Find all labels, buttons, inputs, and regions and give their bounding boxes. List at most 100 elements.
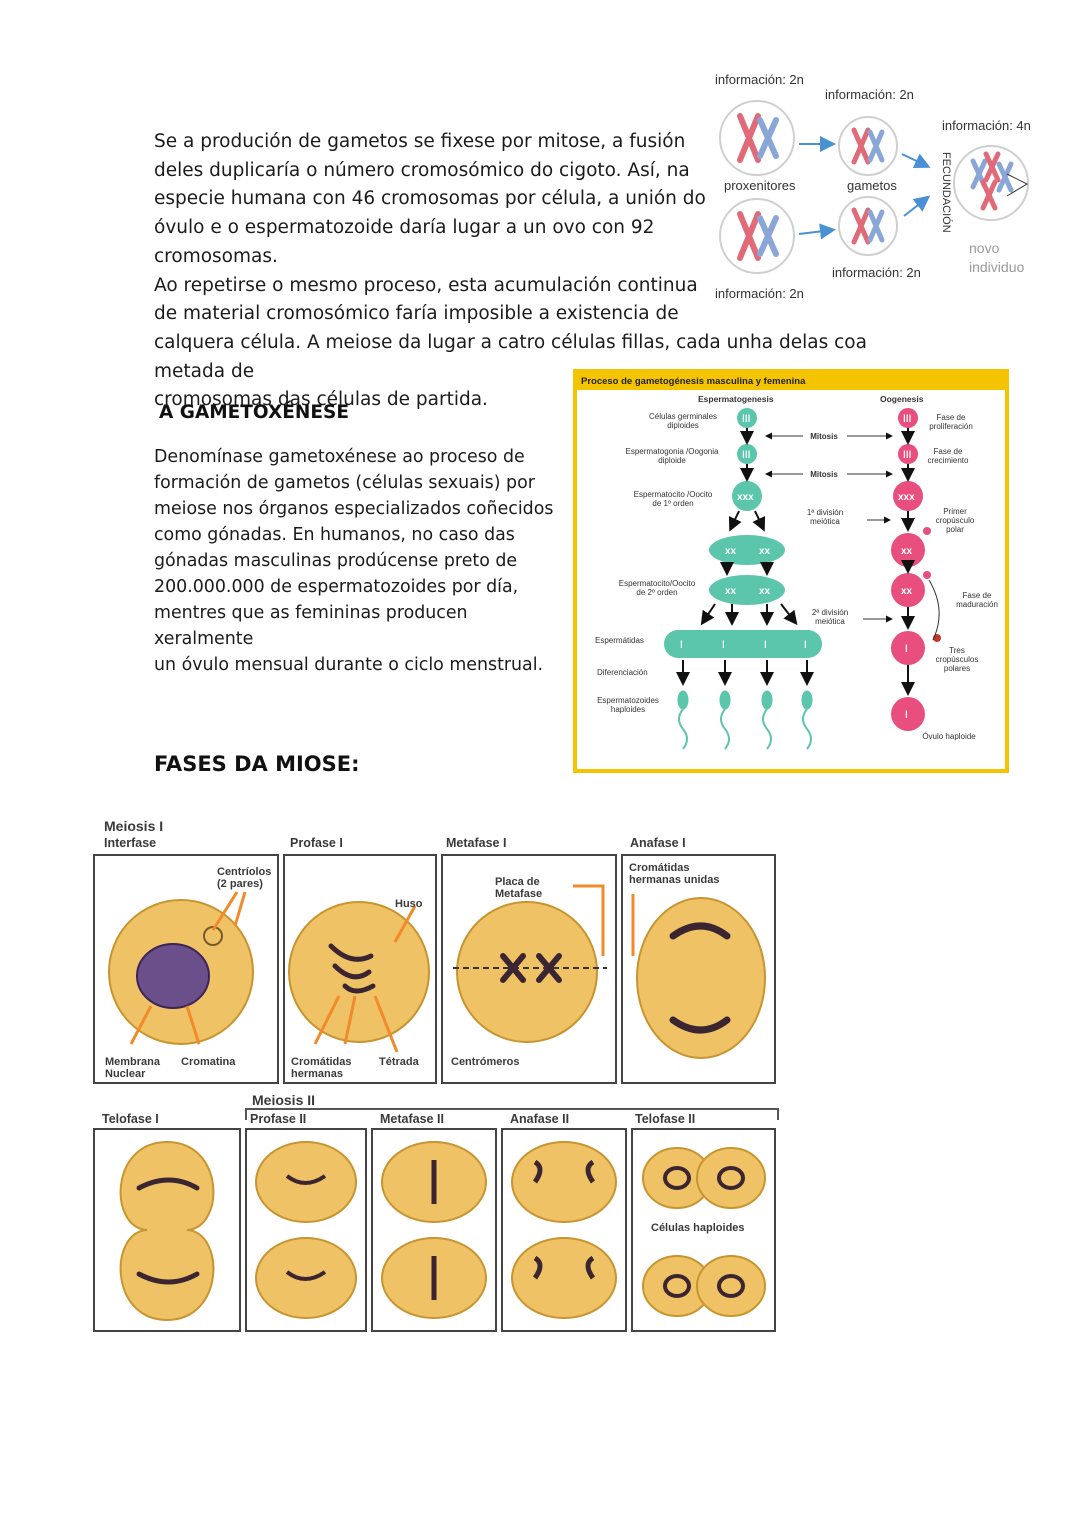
meiosis2-title: Meiosis II — [252, 1092, 316, 1108]
svg-text:polares: polares — [944, 664, 970, 673]
svg-text:Espermatozoides: Espermatozoides — [597, 696, 659, 705]
label-anafase2: Anafase II — [510, 1112, 570, 1126]
meiosis-figure: Meiosis I Interfase Profase I Metafase I… — [90, 812, 790, 1337]
svg-text:diploide: diploide — [658, 456, 686, 465]
label-placa: Placa de — [495, 876, 540, 888]
frame-anafase1: Cromátidas hermanas unidas — [621, 854, 776, 1084]
svg-text:ǀǀǀ: ǀǀǀ — [742, 414, 750, 425]
svg-text:xx: xx — [725, 546, 737, 557]
intro-line: Se a produción de gametos se fixese por … — [154, 131, 686, 152]
intro-line: especie humana con 46 cromosomas por cél… — [154, 188, 706, 210]
svg-text:Espermátidas: Espermátidas — [595, 636, 644, 645]
svg-text:Fase de: Fase de — [963, 591, 992, 600]
svg-text:Mitosis: Mitosis — [810, 432, 838, 441]
metafase2-cells — [381, 1141, 487, 1319]
svg-text:ǀ: ǀ — [680, 640, 683, 651]
svg-text:xx: xx — [901, 546, 913, 557]
gamete-fusion-diagram: información: 2n información: 2n informac… — [700, 66, 1060, 306]
col-male: Espermatogenesis — [698, 394, 774, 404]
label-cromatidas-unidas-2: hermanas unidas — [629, 874, 720, 886]
svg-text:Mitosis: Mitosis — [810, 470, 838, 479]
svg-text:ǀ: ǀ — [722, 640, 725, 651]
svg-text:haploides: haploides — [611, 705, 645, 714]
meiosis1-title: Meiosis I — [104, 818, 164, 834]
svg-text:proliferación: proliferación — [929, 422, 973, 431]
label-metafase1: Metafase I — [446, 836, 507, 850]
label-interfase: Interfase — [104, 836, 157, 850]
section-heading: A GAMETOXÉNESE — [159, 402, 349, 423]
label-membrana: Membrana — [105, 1056, 161, 1068]
svg-text:ǀǀǀ: ǀǀǀ — [742, 450, 750, 461]
figure-title: Proceso de gametogénesis masculina y fem… — [577, 373, 1005, 390]
label-centriolos-2: (2 pares) — [217, 878, 263, 890]
svg-text:Células germinales: Células germinales — [649, 412, 717, 421]
label-placa-2: Metafase — [495, 888, 543, 900]
svg-text:ǀ: ǀ — [905, 710, 908, 721]
frame-telofase1 — [93, 1128, 241, 1332]
svg-text:xx: xx — [725, 586, 737, 597]
label-cromatidas-unidas: Cromátidas — [629, 862, 690, 874]
intro-line: Ao repetirse o mesmo proceso, esta acumu… — [154, 274, 698, 296]
svg-text:ǀ: ǀ — [804, 640, 807, 651]
label-profase2: Profase II — [250, 1112, 307, 1126]
svg-text:1ª división: 1ª división — [807, 508, 843, 517]
new-individual-1: novo — [969, 240, 1000, 256]
frame-metafase1: Placa de Metafase Centrómeros — [441, 854, 617, 1084]
label-profase1: Profase I — [290, 836, 343, 850]
new-individual-2: individuo — [969, 259, 1025, 275]
svg-text:cropúsculo: cropúsculo — [936, 516, 975, 525]
svg-text:Óvulo haploide: Óvulo haploide — [922, 732, 976, 741]
label-telofase1: Telofase I — [102, 1112, 159, 1126]
label-cromatidas-2: hermanas — [291, 1068, 343, 1080]
intro-line: calquera célula. A meiose da lugar a cat… — [154, 331, 867, 382]
svg-text:ǀ: ǀ — [905, 644, 908, 655]
body-line: un óvulo mensual durante o ciclo menstru… — [154, 655, 544, 675]
svg-text:ǀǀǀ: ǀǀǀ — [903, 414, 911, 425]
intro-line: deles duplicaría o número cromosómico do… — [154, 159, 690, 181]
label-tetrada: Tétrada — [379, 1056, 419, 1068]
profase2-cells — [255, 1141, 357, 1319]
label-membrana-2: Nuclear — [105, 1068, 146, 1080]
label-cromatina: Cromatina — [181, 1056, 236, 1068]
meiosis2-bracket — [245, 1108, 779, 1120]
telofase2-cells — [642, 1147, 766, 1317]
label-gametes: gametos — [847, 178, 897, 193]
svg-text:de 1º orden: de 1º orden — [652, 499, 693, 508]
telofase1-cell — [119, 1140, 215, 1322]
interfase-cell — [108, 891, 254, 1045]
label-fecundation: FECUNDACIÓN — [940, 152, 952, 233]
svg-text:Tres: Tres — [949, 646, 965, 655]
intro-line: cromosomas das células de partida. — [154, 389, 488, 411]
svg-text:xx: xx — [901, 586, 913, 597]
body-line: gónadas masculinas prodúcense preto de — [154, 551, 518, 571]
body-line: 200.000.000 de espermatozoides por día, — [154, 577, 519, 597]
body-line: mentres que as femininas producen xeralm… — [154, 603, 468, 649]
label-cromatidas: Cromátidas — [291, 1056, 352, 1068]
frame-telofase2: Células haploides — [631, 1128, 776, 1332]
body-line: Denomínase gametoxénese ao proceso de — [154, 447, 525, 467]
metafase1-cell — [453, 884, 607, 1043]
label-centromeros: Centrómeros — [451, 1056, 520, 1068]
label-celulas-haploides: Células haploides — [651, 1222, 745, 1234]
info-right: información: 4n — [942, 118, 1031, 133]
gamete-fusion-graphic — [719, 100, 1029, 274]
label-huso: Huso — [395, 898, 423, 910]
svg-text:crecimiento: crecimiento — [928, 456, 969, 465]
svg-text:cropúsculos: cropúsculos — [936, 655, 979, 664]
svg-text:Fase de: Fase de — [934, 447, 963, 456]
intro-line: cromosomas. — [154, 245, 278, 267]
svg-text:Diferenciación: Diferenciación — [597, 668, 648, 677]
frame-anafase2 — [501, 1128, 627, 1332]
svg-text:meiótica: meiótica — [815, 617, 845, 626]
svg-text:xx: xx — [759, 546, 771, 557]
svg-text:Fase de: Fase de — [937, 413, 966, 422]
anafase1-cell — [631, 894, 766, 1059]
intro-paragraph: Se a produción de gametos se fixese por … — [154, 128, 934, 415]
svg-text:Espermatocito /Oocito: Espermatocito /Oocito — [634, 490, 713, 499]
svg-text:ǀ: ǀ — [764, 640, 767, 651]
svg-text:maduración: maduración — [956, 600, 998, 609]
info-bottom-mid: información: 2n — [832, 265, 921, 280]
body-line: como gónadas. En humanos, no caso das — [154, 525, 515, 545]
intro-line: óvulo e o espermatozoide daría lugar a u… — [154, 217, 655, 239]
svg-text:Primer: Primer — [943, 507, 967, 516]
